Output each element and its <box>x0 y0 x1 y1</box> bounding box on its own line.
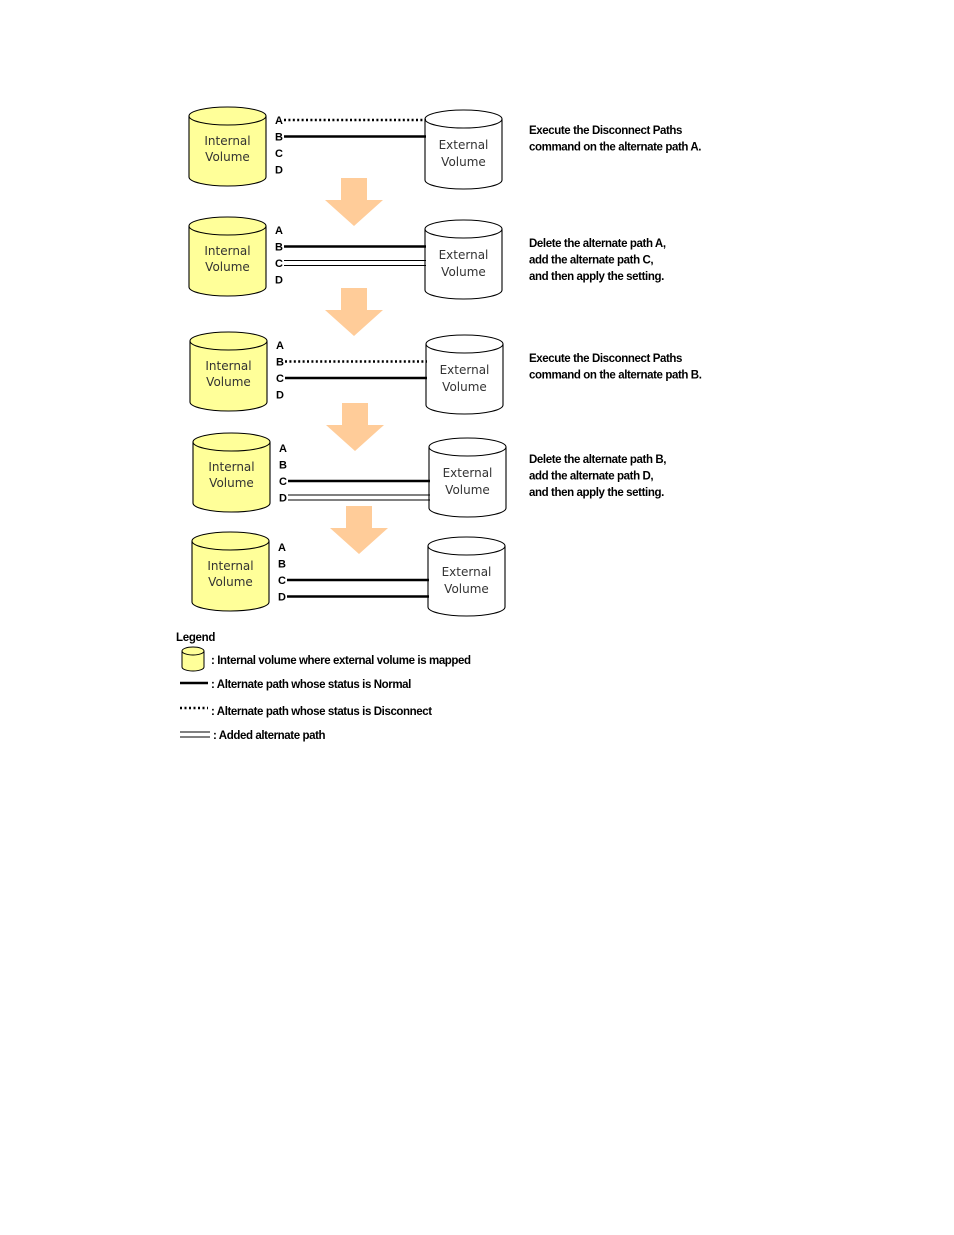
external-volume-label: Volume <box>444 582 489 596</box>
path-c-added <box>284 260 426 266</box>
path-letter-d: D <box>279 493 287 505</box>
path-letter-b: B <box>275 242 283 254</box>
internal-volume-label: Volume <box>208 575 253 589</box>
step-note: Delete the alternate path B, <box>529 454 666 466</box>
legend-item-internal-volume: : Internal volume where external volume … <box>181 646 471 672</box>
external-volume-label: Volume <box>441 265 486 279</box>
path-letter-d: D <box>275 165 283 177</box>
path-letter-b: B <box>275 132 283 144</box>
step-3: InternalVolumeExternalVolumeABCDExecute … <box>189 331 702 415</box>
path-letter-b: B <box>276 357 284 369</box>
path-letter-c: C <box>279 476 287 488</box>
legend-item-disconnect-path: : Alternate path whose status is Disconn… <box>180 706 433 718</box>
steps: InternalVolumeExternalVolumeABCDExecute … <box>188 106 702 617</box>
path-letter-c: C <box>278 575 286 587</box>
path-letter-b: B <box>279 460 287 472</box>
path-letter-a: A <box>275 115 283 127</box>
external-volume-label: External <box>439 248 489 262</box>
legend-title: Legend <box>176 632 215 644</box>
legend-text: : Internal volume where external volume … <box>211 655 471 667</box>
internal-volume-label: Volume <box>206 375 251 389</box>
path-letter-d: D <box>276 390 284 402</box>
internal-volume-label: Internal <box>205 359 251 373</box>
external-volume-label: Volume <box>445 483 490 497</box>
legend-text: : Alternate path whose status is Normal <box>211 679 411 691</box>
path-letter-c: C <box>275 148 283 160</box>
external-volume-label: Volume <box>441 155 486 169</box>
internal-volume-label: Internal <box>204 134 250 148</box>
internal-volume-label: Internal <box>204 244 250 258</box>
step-note: command on the alternate path A. <box>529 142 701 154</box>
external-volume-label: External <box>440 363 490 377</box>
legend-item-normal-path: : Alternate path whose status is Normal <box>180 679 412 691</box>
step-note: Delete the alternate path A, <box>529 238 666 250</box>
step-note: Execute the Disconnect Paths <box>529 125 682 137</box>
path-letter-a: A <box>275 225 283 237</box>
step-note: command on the alternate path B. <box>529 370 702 382</box>
path-letter-c: C <box>275 258 283 270</box>
flow-arrows <box>325 178 388 554</box>
step-note: Execute the Disconnect Paths <box>529 353 682 365</box>
path-d-added <box>288 494 430 501</box>
path-letter-c: C <box>276 373 284 385</box>
legend-text: : Added alternate path <box>213 730 326 742</box>
internal-volume-label: Volume <box>205 150 250 164</box>
step-note: add the alternate path C, <box>529 255 653 267</box>
path-letter-b: B <box>278 559 286 571</box>
step-1: InternalVolumeExternalVolumeABCDExecute … <box>188 106 702 190</box>
external-volume-label: External <box>439 138 489 152</box>
legend: Legend : Internal volume where external … <box>176 632 471 742</box>
internal-volume-label: Volume <box>209 476 254 490</box>
step-note: and then apply the setting. <box>529 271 664 283</box>
down-arrow-icon <box>325 288 383 336</box>
cylinder-icon <box>181 646 205 672</box>
path-letter-a: A <box>279 443 287 455</box>
internal-volume-label: Internal <box>207 559 253 573</box>
external-volume-label: External <box>442 565 492 579</box>
legend-text: : Alternate path whose status is Disconn… <box>211 706 432 718</box>
step-note: and then apply the setting. <box>529 487 664 499</box>
path-letter-a: A <box>278 542 286 554</box>
down-arrow-icon <box>325 178 383 226</box>
path-letter-d: D <box>278 592 286 604</box>
internal-volume-label: Internal <box>208 460 254 474</box>
internal-volume-label: Volume <box>205 260 250 274</box>
external-volume-label: Volume <box>442 380 487 394</box>
external-volume-label: External <box>443 466 493 480</box>
down-arrow-icon <box>326 403 384 451</box>
path-letter-a: A <box>276 340 284 352</box>
down-arrow-icon <box>330 506 388 554</box>
path-letter-d: D <box>275 275 283 287</box>
legend-item-added-path: : Added alternate path <box>180 730 326 742</box>
step-note: add the alternate path D, <box>529 471 653 483</box>
